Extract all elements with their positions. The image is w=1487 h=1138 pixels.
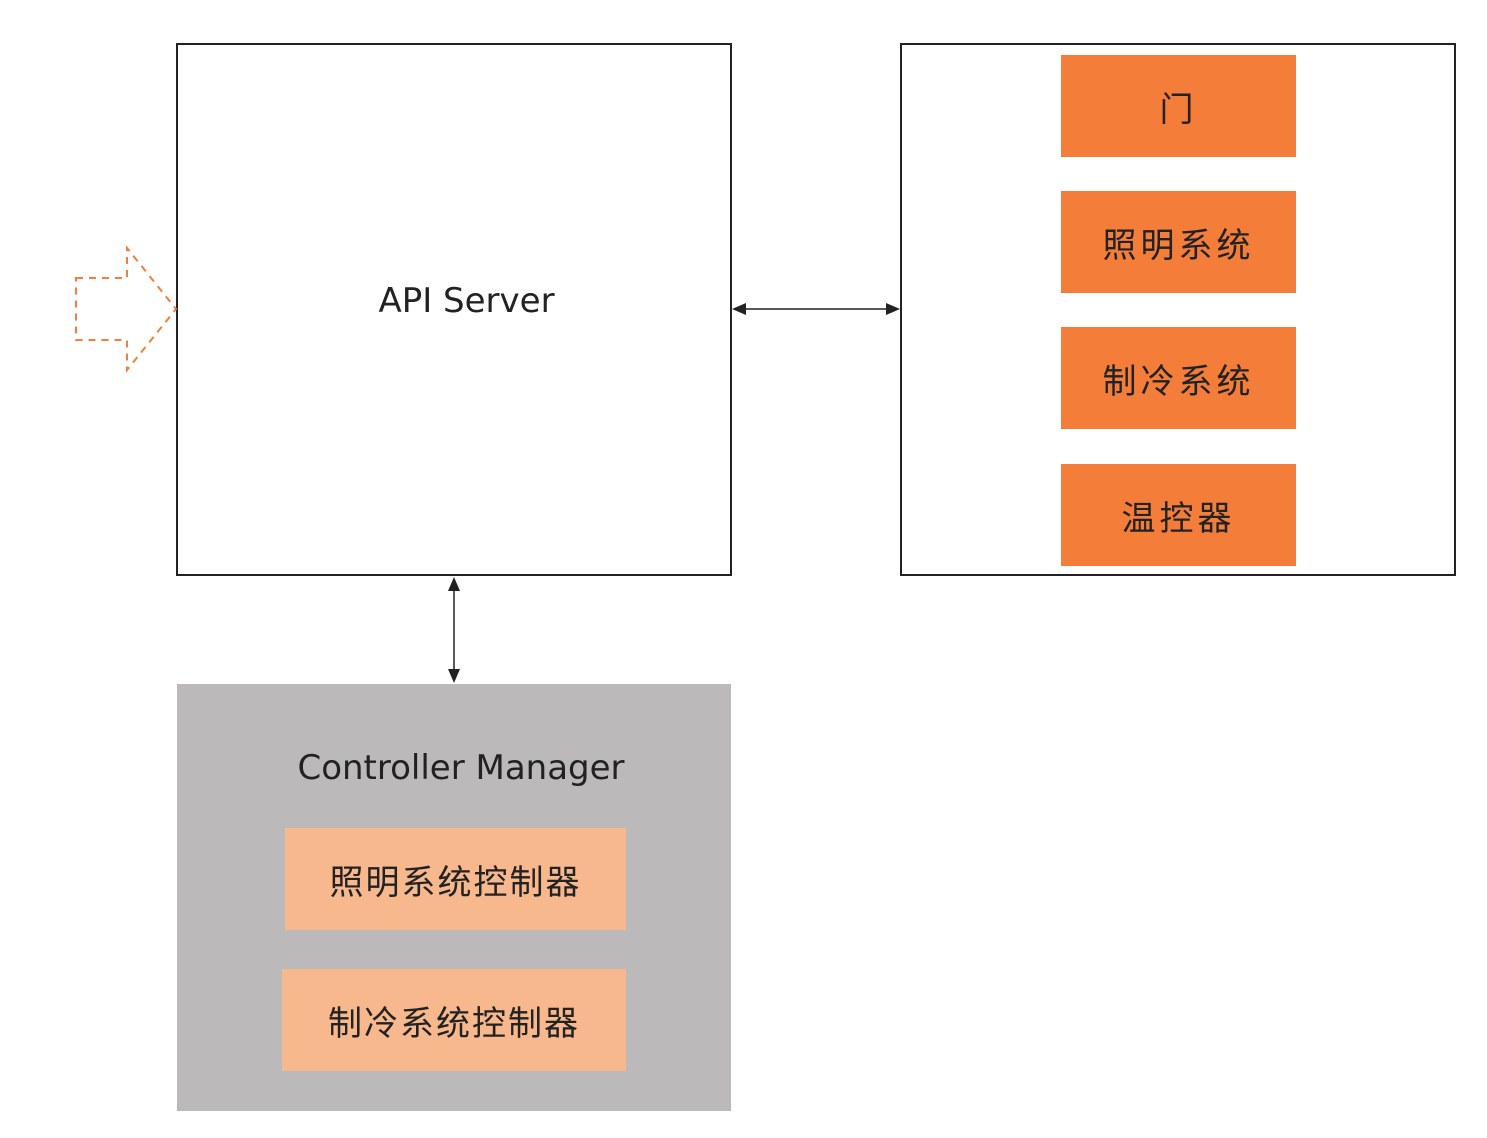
api-server-label: API Server bbox=[378, 281, 555, 321]
lighting-controller: 照明系统控制器 bbox=[285, 828, 626, 930]
devices-box: 门 照明系统 制冷系统 温控器 bbox=[900, 43, 1456, 576]
api-devices-connector bbox=[732, 303, 900, 315]
device-thermostat: 温控器 bbox=[1061, 464, 1296, 566]
cooling-controller: 制冷系统控制器 bbox=[282, 969, 626, 1071]
arrowhead-right-icon bbox=[886, 303, 900, 315]
arrowhead-down-icon bbox=[448, 669, 460, 683]
device-cooling-system: 制冷系统 bbox=[1061, 327, 1296, 429]
controller-manager-label: Controller Manager bbox=[297, 748, 625, 788]
arrowhead-up-icon bbox=[448, 577, 460, 591]
device-lighting-system: 照明系统 bbox=[1061, 191, 1296, 293]
input-arrow-icon bbox=[75, 245, 178, 373]
api-controller-connector bbox=[448, 577, 460, 683]
api-server-box: API Server bbox=[176, 43, 732, 576]
controller-manager-box: Controller Manager 照明系统控制器 制冷系统控制器 bbox=[177, 684, 731, 1111]
arrowhead-left-icon bbox=[732, 303, 746, 315]
device-door: 门 bbox=[1061, 55, 1296, 157]
